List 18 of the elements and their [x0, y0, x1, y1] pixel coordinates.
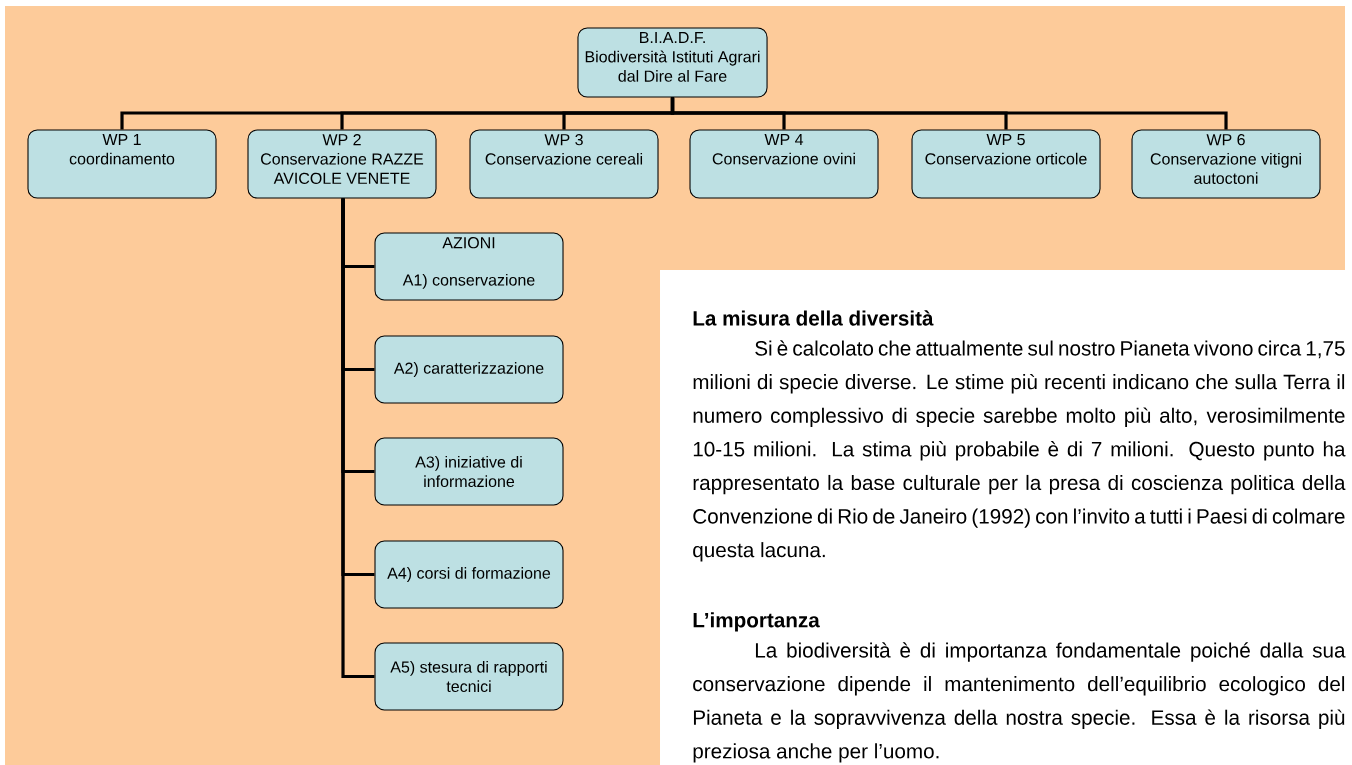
- paragraph: La biodiversità è di importanza fondamentale poiché dalla sua conservazione dipende il mantenimento dell’equilibrio ecologico del Pianeta e la sopravvivenza della nostra specie. Essa è la risorsa più preziosa anche per l’uomo.: [693, 642, 1346, 763]
- process-box: WP 1 coordinamento: [27, 129, 217, 199]
- process-box: A3) iniziative di informazione: [374, 437, 564, 506]
- process-box: WP 5 Conservazione orticole: [911, 129, 1101, 199]
- process-box: WP 6 Conservazione vitigni autoctoni: [1131, 129, 1321, 199]
- process-box: A2) caratterizzazione: [374, 335, 564, 404]
- process-box: A5) stesura di rapporti tecnici: [374, 642, 564, 711]
- process-box: B.I.A.D.F. Biodiversità Istituti Agrari dal Dire al Fare: [577, 27, 768, 98]
- section-heading: La misura della diversità: [693, 310, 934, 326]
- connector-line: [670, 97, 1228, 130]
- process-box: WP 4 Conservazione ovini: [689, 129, 879, 199]
- section-heading: L’importanza: [693, 612, 820, 632]
- process-box: AZIONI A1) conservazione: [374, 232, 564, 301]
- process-box: WP 2 Conservazione RAZZE AVICOLE VENETE: [247, 129, 437, 199]
- process-box: WP 3 Conservazione cereali: [469, 129, 659, 199]
- process-box: A4) corsi di formazione: [374, 540, 564, 609]
- paragraph: Si è calcolato che attualmente sul nostro Pianeta vivono circa 1,75 milioni di specie diverse. Le stime più recenti indicano che sulla Terra il numero complessivo di specie sarebbe molto più alto, verosimilmente 10-15 milioni. La stima più probabile è di 7 milioni. Questo punto ha rappresentato la base culturale per la presa di coscienza politica della Convenzione di Rio de Janeiro (1992) con l’invito a tutti i Paesi di colmare questa lacuna.: [693, 340, 1346, 562]
- connector-line: [341, 198, 375, 679]
